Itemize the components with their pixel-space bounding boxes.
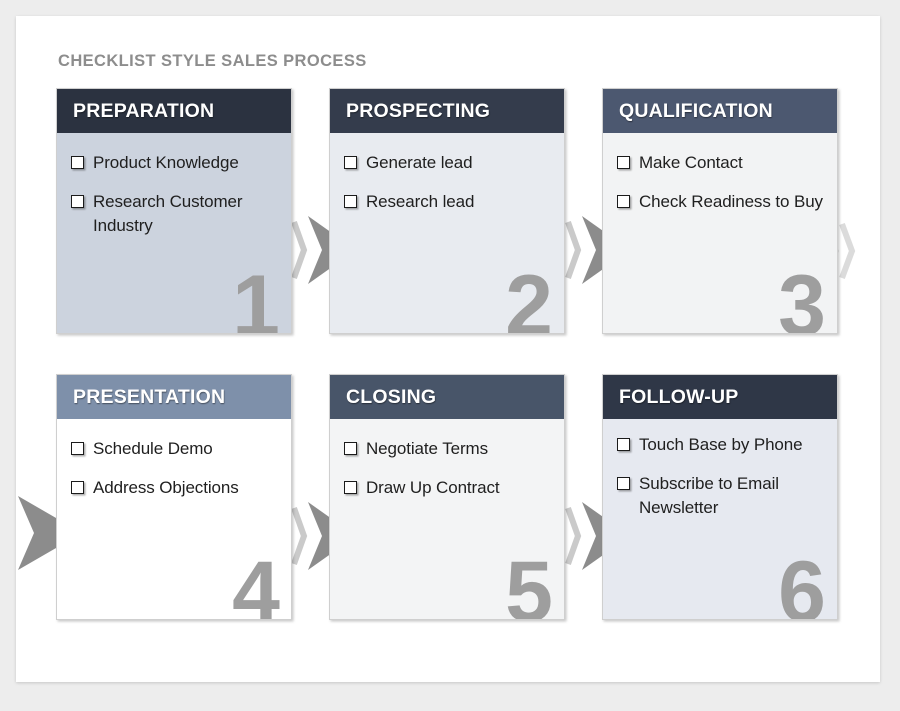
card-header-6: FOLLOW-UP bbox=[603, 375, 837, 419]
checklist-item-label: Research Customer Industry bbox=[93, 192, 243, 235]
checkbox-icon[interactable] bbox=[71, 195, 84, 209]
checklist-item[interactable]: Negotiate Terms bbox=[344, 437, 552, 460]
card-title-6: FOLLOW-UP bbox=[619, 385, 739, 408]
checklist-item-label: Make Contact bbox=[639, 153, 743, 172]
checklist-item[interactable]: Research lead bbox=[344, 190, 552, 213]
checkbox-icon[interactable] bbox=[344, 195, 357, 209]
checkbox-icon[interactable] bbox=[344, 481, 357, 495]
process-step-card-4[interactable]: PRESENTATION Schedule Demo Address Objec… bbox=[56, 374, 292, 620]
step-number: 4 bbox=[232, 544, 280, 620]
checklist-item-label: Check Readiness to Buy bbox=[639, 192, 823, 212]
card-title-5: CLOSING bbox=[346, 385, 437, 408]
process-step-card-2[interactable]: PROSPECTING Generate lead Research lead … bbox=[329, 88, 565, 334]
step-number: 6 bbox=[778, 544, 826, 620]
process-step-card-6[interactable]: FOLLOW-UP Touch Base by Phone Subscribe … bbox=[602, 374, 838, 620]
card-header-5: CLOSING bbox=[330, 375, 564, 419]
step-number: 1 bbox=[232, 258, 280, 334]
card-body-3: Make Contact Check Readiness to Buy 3 bbox=[603, 133, 837, 333]
step-number: 5 bbox=[505, 544, 553, 620]
step-number: 2 bbox=[505, 258, 553, 334]
checklist-item[interactable]: Check Readiness to Buy bbox=[617, 190, 825, 213]
checklist-item[interactable]: Research Customer Industry bbox=[71, 190, 279, 237]
checkbox-icon[interactable] bbox=[71, 156, 84, 169]
checklist-item-label: Product Knowledge bbox=[93, 153, 239, 172]
card-title-1: PREPARATION bbox=[73, 99, 215, 122]
card-header-3: QUALIFICATION bbox=[603, 89, 837, 133]
process-step-card-1[interactable]: PREPARATION Product Knowledge Research C… bbox=[56, 88, 292, 334]
card-body-2: Generate lead Research lead 2 bbox=[330, 133, 564, 333]
checklist-item[interactable]: Schedule Demo bbox=[71, 437, 279, 460]
checklist-item[interactable]: Make Contact bbox=[617, 151, 825, 174]
card-title-4: PRESENTATION bbox=[73, 385, 226, 408]
checklist-item[interactable]: Product Knowledge bbox=[71, 151, 279, 174]
page-title: CHECKLIST STYLE SALES PROCESS bbox=[58, 52, 367, 70]
process-step-card-5[interactable]: CLOSING Negotiate Terms Draw Up Contract… bbox=[329, 374, 565, 620]
card-body-6: Touch Base by Phone Subscribe to Email N… bbox=[603, 419, 837, 619]
checklist-item-label: Generate lead bbox=[366, 153, 473, 172]
card-header-4: PRESENTATION bbox=[57, 375, 291, 419]
checklist-item[interactable]: Subscribe to Email Newsletter bbox=[617, 472, 825, 519]
checklist-item-label: Research lead bbox=[366, 192, 475, 212]
card-header-1: PREPARATION bbox=[57, 89, 291, 133]
checklist-item[interactable]: Address Objections bbox=[71, 476, 279, 499]
diagram-canvas: CHECKLIST STYLE SALES PROCESS bbox=[16, 16, 880, 682]
card-body-5: Negotiate Terms Draw Up Contract 5 bbox=[330, 419, 564, 619]
checkbox-icon[interactable] bbox=[617, 438, 630, 451]
process-step-card-3[interactable]: QUALIFICATION Make Contact Check Readine… bbox=[602, 88, 838, 334]
checklist-item-label: Subscribe to Email Newsletter bbox=[639, 474, 779, 517]
checkbox-icon[interactable] bbox=[344, 156, 357, 169]
card-header-2: PROSPECTING bbox=[330, 89, 564, 133]
checklist-item-label: Schedule Demo bbox=[93, 439, 213, 458]
checklist-item-label: Touch Base by Phone bbox=[639, 435, 803, 454]
step-number: 3 bbox=[778, 258, 826, 334]
checkbox-icon[interactable] bbox=[344, 442, 357, 455]
checkbox-icon[interactable] bbox=[71, 481, 84, 495]
checklist-item[interactable]: Generate lead bbox=[344, 151, 552, 174]
card-title-2: PROSPECTING bbox=[346, 99, 491, 122]
checklist-item-label: Address Objections bbox=[93, 478, 239, 498]
card-body-1: Product Knowledge Research Customer Indu… bbox=[57, 133, 291, 333]
card-title-3: QUALIFICATION bbox=[619, 99, 773, 122]
checkbox-icon[interactable] bbox=[617, 195, 630, 209]
checklist-item[interactable]: Draw Up Contract bbox=[344, 476, 552, 499]
checkbox-icon[interactable] bbox=[71, 442, 84, 455]
checklist-item-label: Negotiate Terms bbox=[366, 439, 488, 458]
checkbox-icon[interactable] bbox=[617, 477, 630, 491]
card-body-4: Schedule Demo Address Objections 4 bbox=[57, 419, 291, 619]
checkbox-icon[interactable] bbox=[617, 156, 630, 169]
checklist-item-label: Draw Up Contract bbox=[366, 478, 500, 498]
checklist-item[interactable]: Touch Base by Phone bbox=[617, 433, 825, 456]
